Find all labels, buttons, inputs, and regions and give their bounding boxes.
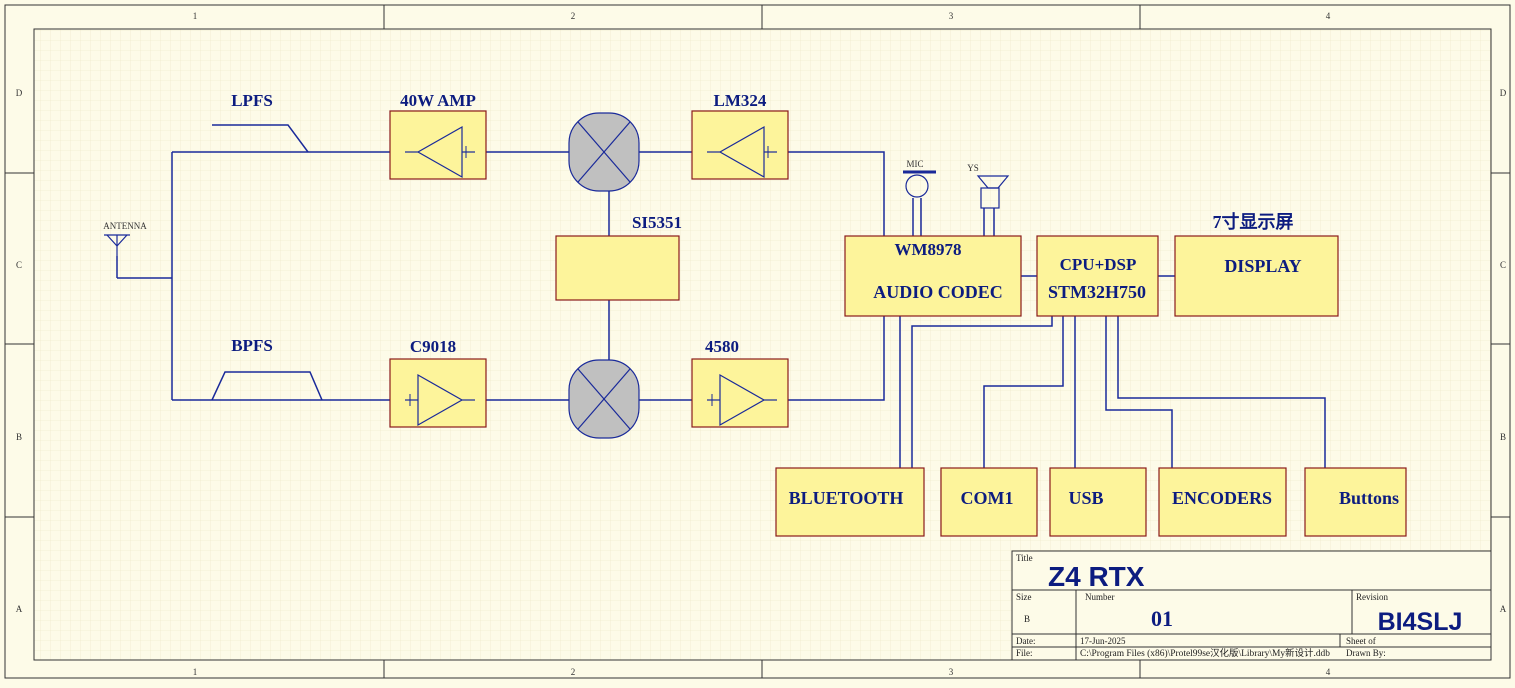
- bluetooth-label: BLUETOOTH: [789, 488, 904, 508]
- mixer-top-icon: [568, 112, 640, 192]
- wires: [116, 151, 1326, 468]
- display-label: DISPLAY: [1224, 256, 1301, 276]
- bpfs-label: BPFS: [231, 336, 273, 355]
- buttons-block: [1304, 467, 1407, 537]
- si5351-block: [555, 235, 680, 301]
- mic-icon: [903, 170, 936, 198]
- col-label-4-bottom: 4: [1326, 667, 1331, 677]
- row-label-c: C: [16, 260, 22, 270]
- row-label-d-right: D: [1500, 88, 1507, 98]
- col-label-3-bottom: 3: [949, 667, 954, 677]
- row-label-d: D: [16, 88, 23, 98]
- com1-label: COM1: [961, 488, 1014, 508]
- row-label-a: A: [16, 604, 23, 614]
- audio-codec-block: [844, 235, 1022, 317]
- col-label-1-bottom: 1: [193, 667, 198, 677]
- encoders-block: [1158, 467, 1287, 537]
- antenna-icon: [104, 234, 130, 256]
- bpfs-symbol: [211, 371, 323, 401]
- drawing-title: Z4 RTX: [1048, 561, 1145, 592]
- revision-value: BI4SLJ: [1378, 608, 1463, 636]
- lpfs-symbol: [212, 124, 309, 153]
- speaker-icon: [976, 175, 1010, 209]
- col-label-2: 2: [571, 11, 576, 21]
- cpu-block: [1036, 235, 1159, 317]
- col-label-1: 1: [193, 11, 198, 21]
- col-label-3: 3: [949, 11, 954, 21]
- display-block: [1174, 235, 1339, 317]
- usb-block: [1049, 467, 1147, 537]
- buttons-label: Buttons: [1339, 488, 1399, 508]
- revision-field-label: Revision: [1356, 592, 1389, 602]
- row-label-b: B: [16, 432, 22, 442]
- col-label-4: 4: [1326, 11, 1331, 21]
- file-field-label: File:: [1016, 648, 1033, 658]
- size-field-label: Size: [1016, 592, 1032, 602]
- title-block: [1011, 550, 1492, 661]
- c9018-label: C9018: [410, 337, 456, 356]
- size-value: B: [1024, 614, 1030, 624]
- date-value: 17-Jun-2025: [1080, 636, 1126, 646]
- row-label-b-right: B: [1500, 432, 1506, 442]
- row-label-a-right: A: [1500, 604, 1507, 614]
- row-label-c-right: C: [1500, 260, 1506, 270]
- encoders-label: ENCODERS: [1172, 488, 1272, 508]
- drawn-by-label: Drawn By:: [1346, 648, 1386, 658]
- cpu-line2-label: STM32H750: [1048, 282, 1146, 302]
- lpfs-label: LPFS: [231, 91, 273, 110]
- codec-name-label: WM8978: [894, 240, 961, 259]
- file-value: C:\Program Files (x86)\Protel99se汉化版\Lib…: [1080, 647, 1331, 658]
- mixer-bottom-icon: [568, 359, 640, 439]
- usb-label: USB: [1068, 488, 1103, 508]
- title-field-label: Title: [1016, 553, 1033, 563]
- bluetooth-block: [775, 467, 925, 537]
- amp-40w-block: [389, 110, 487, 180]
- ic4580-block: [691, 358, 789, 428]
- mic-label: MIC: [906, 159, 923, 169]
- amp-40w-label: 40W AMP: [400, 91, 476, 110]
- ys-label: YS: [967, 163, 979, 173]
- outer-border: [4, 4, 1511, 679]
- display-cn-label: 7寸显示屏: [1213, 211, 1294, 232]
- c9018-block: [389, 358, 487, 428]
- number-field-label: Number: [1085, 592, 1115, 602]
- antenna-label: ANTENNA: [103, 221, 147, 231]
- ic4580-label: 4580: [705, 337, 739, 356]
- lm324-block: [691, 110, 789, 180]
- lm324-label: LM324: [714, 91, 767, 110]
- date-field-label: Date:: [1016, 636, 1036, 646]
- com1-block: [940, 467, 1038, 537]
- si5351-label: SI5351: [632, 213, 682, 232]
- number-value: 01: [1151, 606, 1173, 631]
- col-label-2-bottom: 2: [571, 667, 576, 677]
- sheet-field-label: Sheet of: [1346, 636, 1376, 646]
- cpu-line1-label: CPU+DSP: [1060, 255, 1137, 274]
- codec-desc-label: AUDIO CODEC: [873, 282, 1003, 302]
